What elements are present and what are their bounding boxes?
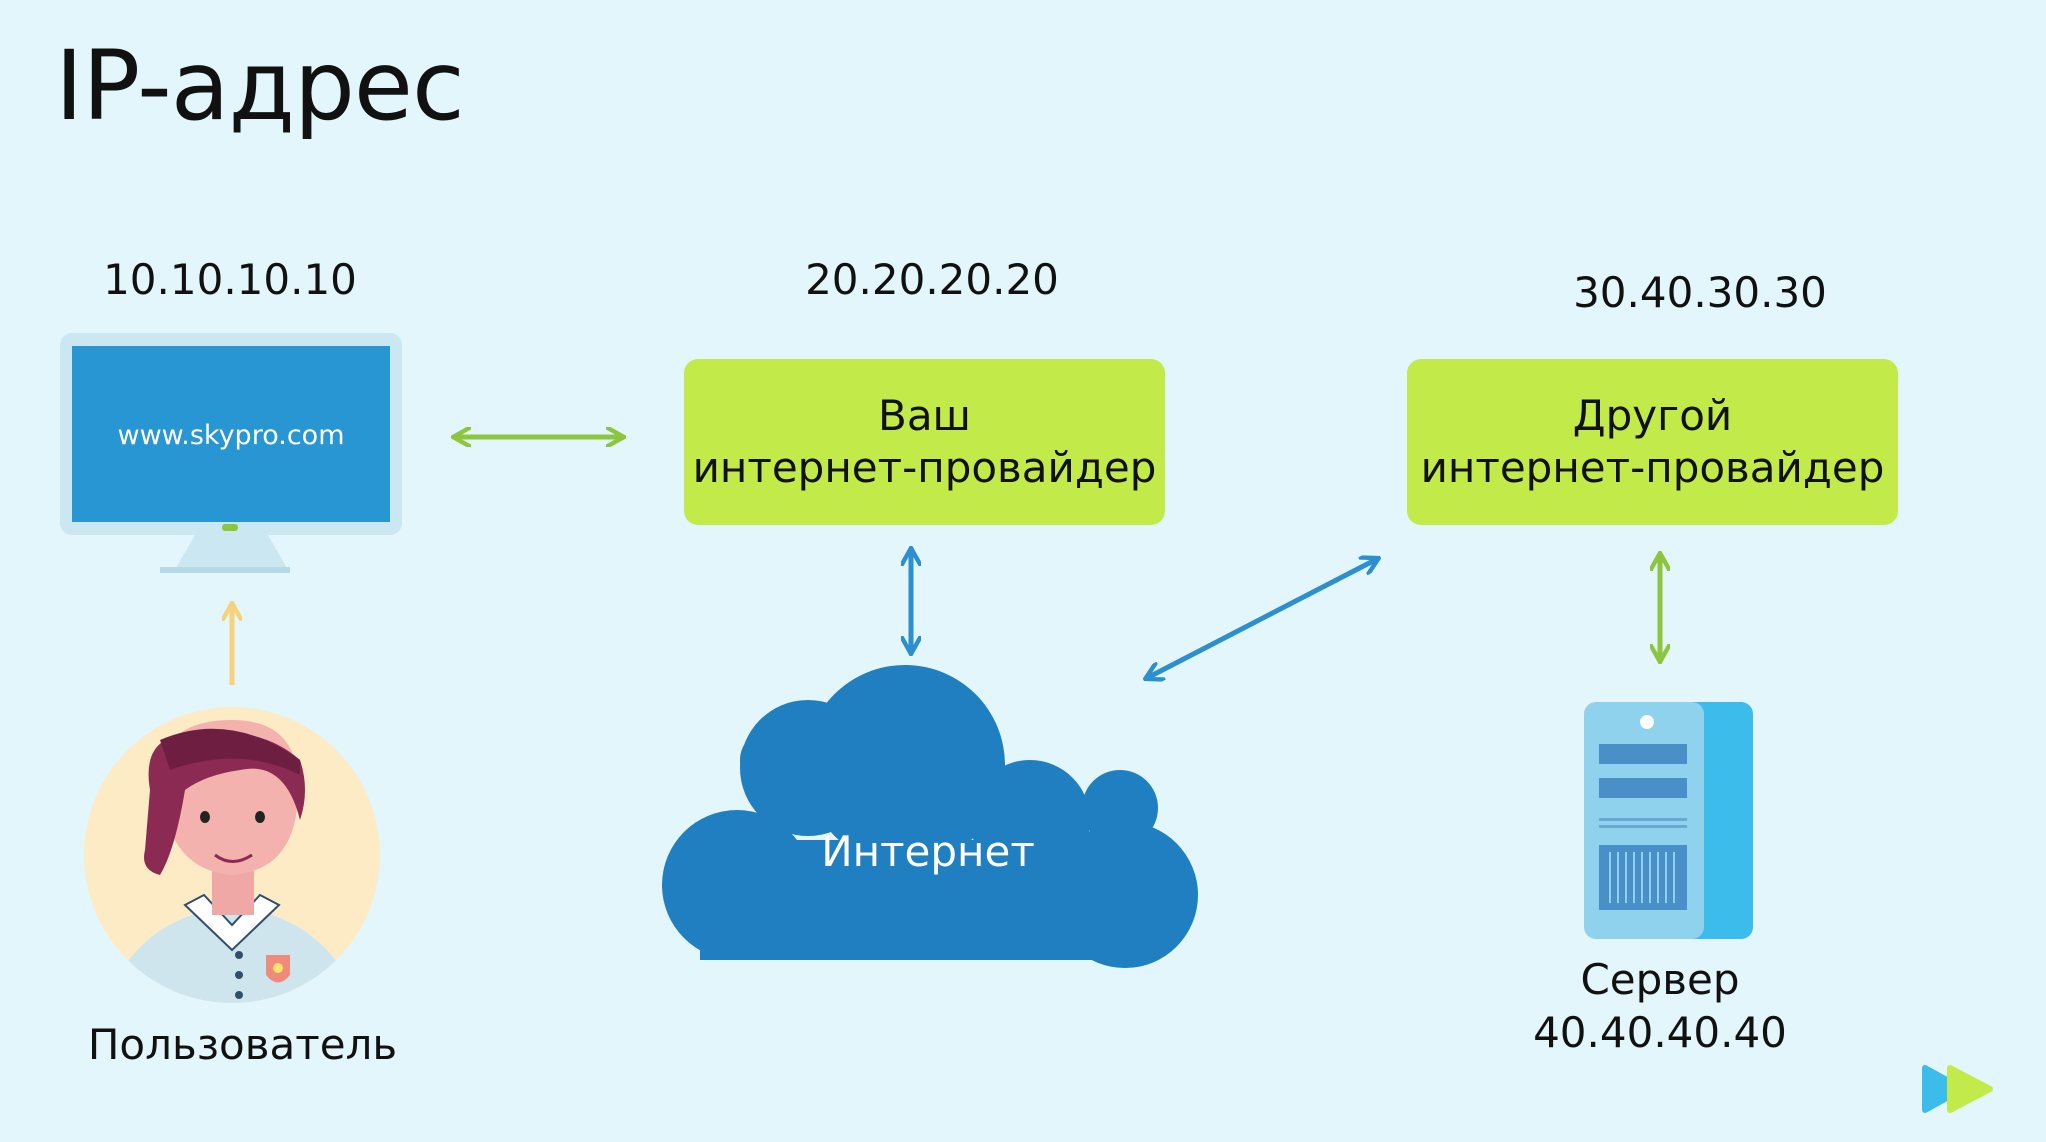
other-isp-line1: Другой (1572, 391, 1733, 440)
internet-label: Интернет (821, 827, 1035, 876)
user-ip: 10.10.10.10 (103, 255, 357, 304)
server-label: Сервер (1580, 955, 1740, 1004)
your-isp-line2: интернет-провайдер (692, 443, 1157, 492)
arrow-internet-other-isp (1147, 559, 1377, 678)
other-isp-box: Другой интернет-провайдер (1407, 359, 1898, 525)
server-ip: 40.40.40.40 (1533, 1008, 1787, 1057)
monitor-icon: www.skypro.com (60, 333, 402, 573)
other-isp-ip: 30.40.30.30 (1573, 268, 1827, 317)
cloud-icon: Интернет (662, 665, 1198, 968)
other-isp-line2: интернет-провайдер (1420, 443, 1885, 492)
user-label: Пользователь (87, 1020, 398, 1069)
your-isp-line1: Ваш (878, 391, 971, 440)
server-icon (1584, 702, 1753, 939)
user-avatar-icon (84, 707, 380, 1003)
page-title: IP-адрес (55, 30, 465, 142)
your-isp-ip: 20.20.20.20 (805, 255, 1059, 304)
your-isp-box: Ваш интернет-провайдер (684, 359, 1165, 525)
skypro-logo-icon (1922, 1065, 1993, 1113)
monitor-url: www.skypro.com (117, 420, 344, 451)
